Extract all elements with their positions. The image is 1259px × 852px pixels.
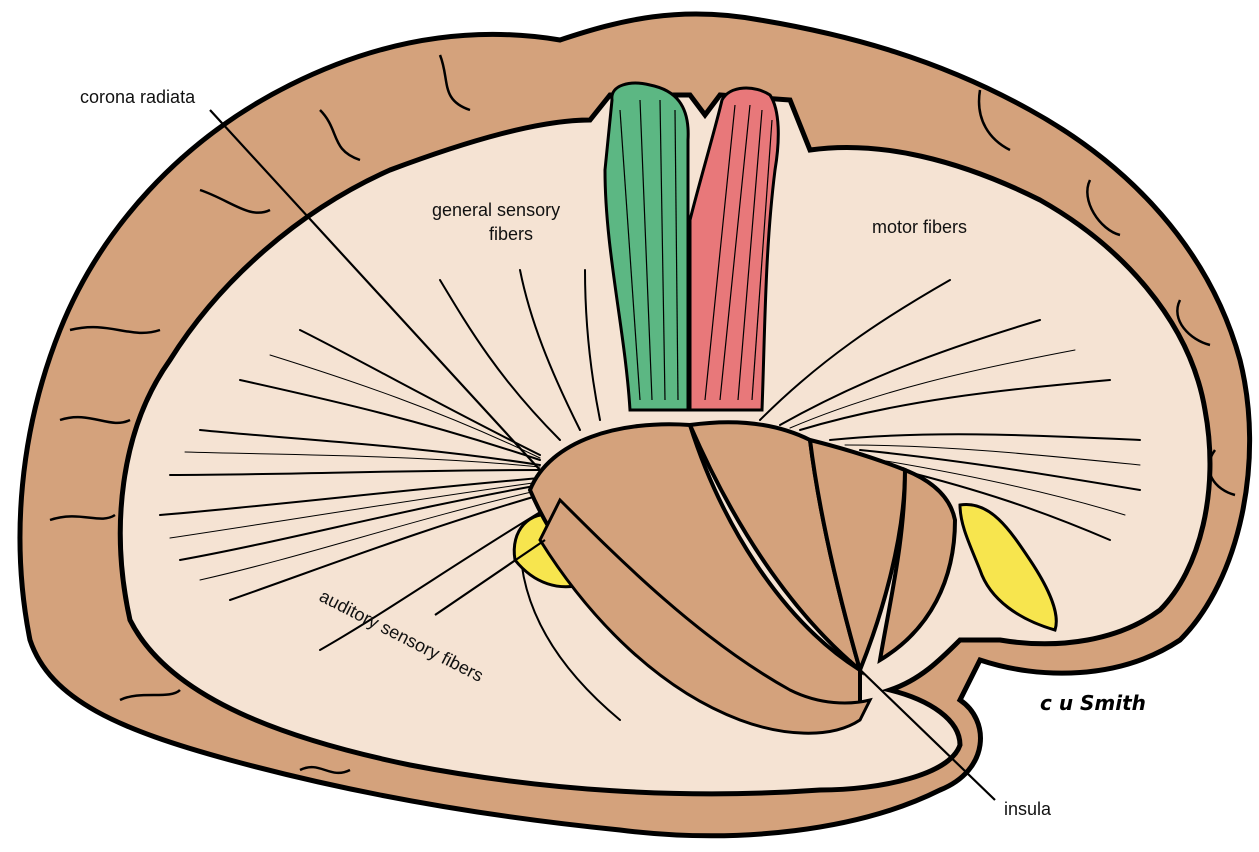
label-insula: insula [1004, 799, 1052, 819]
label-corona-radiata: corona radiata [80, 87, 196, 107]
leader-lines [209, 109, 996, 801]
label-general-sensory-2: fibers [489, 224, 533, 244]
tract-fiber-lines [619, 99, 773, 401]
signature: c u Smith [1040, 691, 1146, 715]
gyri-lines [49, 54, 1236, 775]
temporal-strip [538, 497, 873, 735]
auditory-highlight-right [958, 502, 1058, 632]
label-motor-fibers: motor fibers [872, 217, 967, 237]
label-general-sensory-1: general sensory [432, 200, 560, 220]
general-sensory-tract [603, 81, 690, 412]
